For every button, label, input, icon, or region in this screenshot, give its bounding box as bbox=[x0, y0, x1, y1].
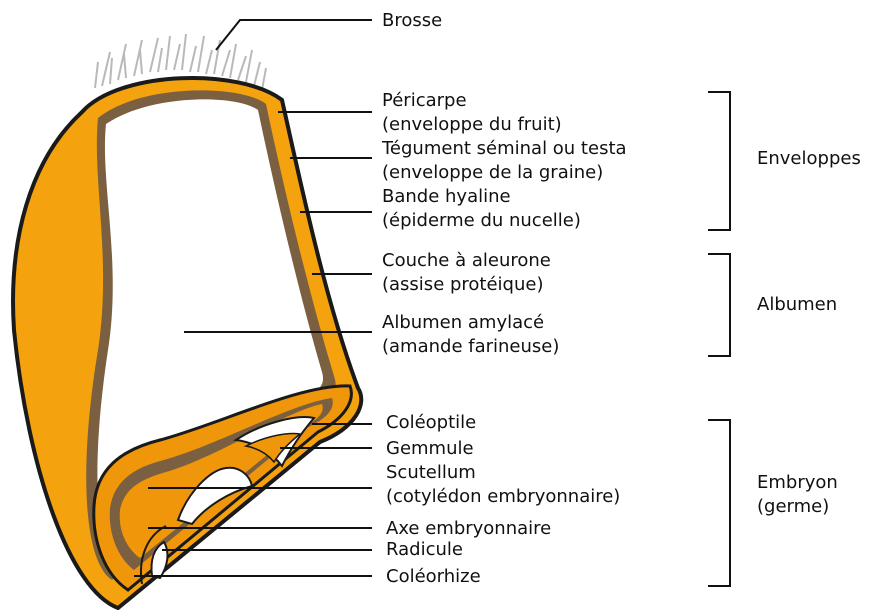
group-embryon-sub: (germe) bbox=[757, 496, 829, 517]
label-coleorhize: Coléorhize bbox=[386, 566, 481, 587]
label-pericarpe: Péricarpe bbox=[382, 90, 467, 111]
label-aleurone-sub: (assise protéique) bbox=[382, 274, 544, 295]
label-gemmule: Gemmule bbox=[386, 438, 474, 459]
group-embryon: Embryon bbox=[757, 472, 838, 493]
label-hyaline: Bande hyaline bbox=[382, 186, 511, 207]
label-tegument: Tégument séminal ou testa bbox=[381, 138, 627, 159]
label-pericarpe-sub: (enveloppe du fruit) bbox=[382, 114, 562, 135]
group-enveloppes: Enveloppes bbox=[757, 148, 861, 169]
label-axe: Axe embryonnaire bbox=[386, 518, 551, 539]
label-aleurone: Couche à aleurone bbox=[382, 250, 551, 271]
label-hyaline-sub: (épiderme du nucelle) bbox=[382, 210, 581, 231]
label-radicule: Radicule bbox=[386, 539, 463, 560]
label-amylace: Albumen amylacé bbox=[382, 312, 544, 333]
label-brosse: Brosse bbox=[382, 10, 442, 31]
label-coleoptile: Coléoptile bbox=[386, 412, 476, 433]
label-scutellum: Scutellum bbox=[386, 462, 476, 483]
brackets bbox=[708, 92, 730, 586]
label-amylace-sub: (amande farineuse) bbox=[382, 336, 559, 357]
group-albumen: Albumen bbox=[757, 294, 837, 315]
label-scutellum-sub: (cotylédon embryonnaire) bbox=[386, 486, 620, 507]
label-tegument-sub: (enveloppe de la graine) bbox=[382, 162, 603, 183]
